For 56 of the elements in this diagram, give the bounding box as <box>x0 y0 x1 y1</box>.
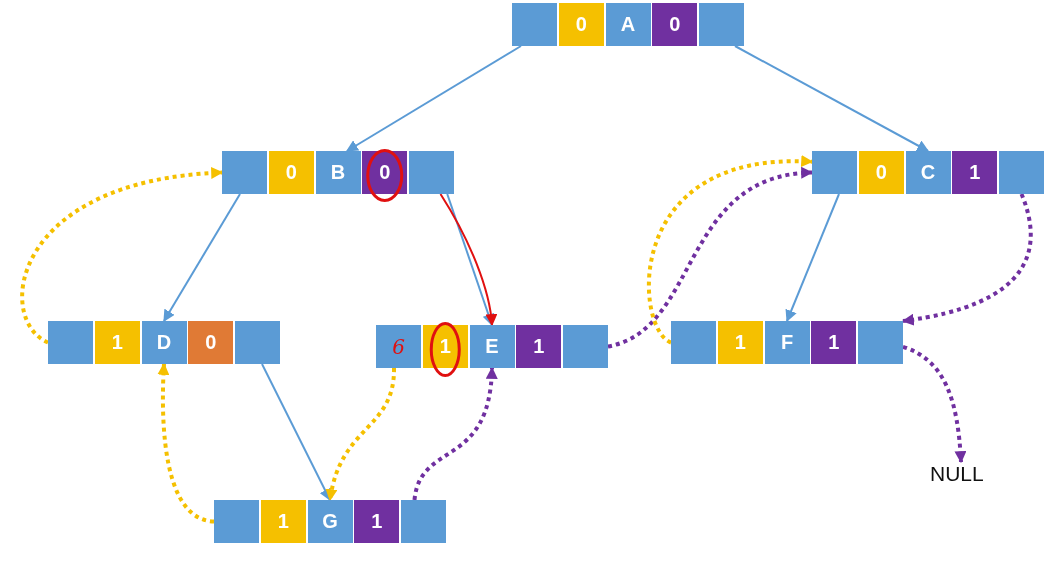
record-bar <box>48 321 280 364</box>
field-cell: C <box>905 151 951 194</box>
field-cell: 1 <box>94 321 140 364</box>
thread-arrow <box>326 367 396 502</box>
field-cell <box>512 3 557 46</box>
field-cell <box>999 151 1044 194</box>
thread-arrow <box>901 193 1033 326</box>
field-cell: E <box>469 325 515 368</box>
field-cell <box>671 321 716 364</box>
field-cell: 0 <box>268 151 314 194</box>
record-bar <box>214 500 446 543</box>
field-cell <box>235 321 280 364</box>
record-bar <box>376 325 608 368</box>
arrow <box>446 193 495 327</box>
arrow <box>785 193 840 323</box>
field-cell: 1 <box>516 325 562 368</box>
field-cell: 0 <box>188 321 234 364</box>
field-cell: 1 <box>717 321 763 364</box>
record-bar <box>222 151 454 194</box>
arrow <box>734 45 930 152</box>
arrow <box>345 45 522 152</box>
field-cell <box>222 151 267 194</box>
thread-arrow <box>157 362 215 524</box>
thread-arrow <box>646 155 814 345</box>
arrow <box>439 193 497 327</box>
field-cell <box>812 151 857 194</box>
field-cell: 0 <box>652 3 698 46</box>
field-cell <box>858 321 903 364</box>
field-cell: 1 <box>260 500 306 543</box>
field-cell: F <box>764 321 810 364</box>
record-bar <box>512 3 744 46</box>
arrow <box>163 193 241 323</box>
field-cell: 0 <box>558 3 604 46</box>
field-cell: 1 <box>354 500 400 543</box>
thread-arrow <box>607 167 814 349</box>
thread-arrow <box>412 366 498 501</box>
field-cell <box>409 151 454 194</box>
field-cell <box>699 3 744 46</box>
thread-arrow <box>20 167 224 345</box>
field-cell: D <box>141 321 187 364</box>
field-cell: 0 <box>858 151 904 194</box>
field-cell: G <box>307 500 353 543</box>
record-bar <box>812 151 1044 194</box>
arrow <box>261 363 331 502</box>
null-label: NULL <box>930 462 984 486</box>
field-cell <box>214 500 259 543</box>
field-cell: B <box>315 151 361 194</box>
record-bar <box>671 321 903 364</box>
field-cell: A <box>605 3 651 46</box>
field-cell <box>401 500 446 543</box>
field-cell: 6 <box>376 325 421 368</box>
field-cell: 1 <box>952 151 998 194</box>
field-cell <box>48 321 93 364</box>
thread-arrow <box>902 344 967 464</box>
field-cell <box>563 325 608 368</box>
field-cell: 1 <box>811 321 857 364</box>
